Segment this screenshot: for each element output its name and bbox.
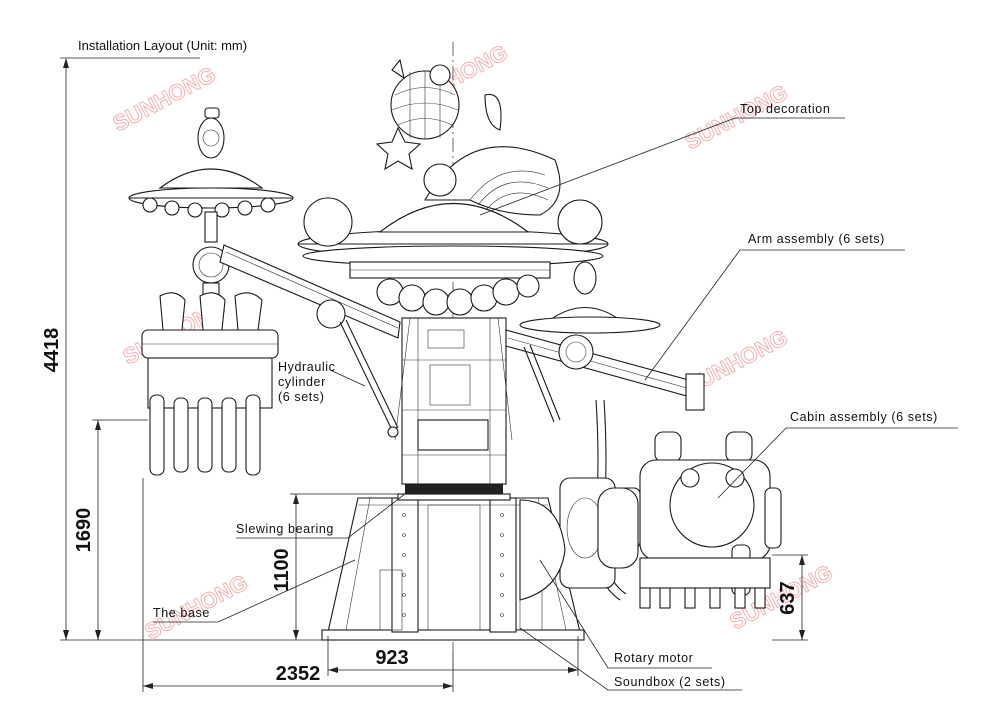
dim-cabin-bottom: 637: [777, 581, 799, 614]
callouts: Top decoration Arm assembly (6 sets) Cab…: [153, 102, 958, 691]
watermark-3: SUNHONG: [681, 80, 792, 155]
dim-total-width: 2352: [276, 663, 321, 685]
dim-total-height: 4418: [41, 328, 63, 373]
dim-base-height: 1100: [271, 548, 293, 591]
machine-drawing: [128, 58, 782, 641]
dim-base-width: 923: [375, 647, 408, 669]
ball-cluster: [376, 274, 540, 316]
right-arm: [505, 329, 705, 423]
label-hydraulic-line2: cylinder: [278, 375, 326, 389]
diagram-title: Installation Layout (Unit: mm): [78, 38, 247, 53]
dimension-lines: 4418 1690 1100 637 2352 923: [41, 57, 808, 692]
top-decoration-figure: [375, 58, 561, 216]
right-umbrella: [519, 261, 661, 334]
label-slewing-bearing: Slewing bearing: [236, 522, 334, 536]
central-tower: [394, 317, 513, 485]
dim-cabin-height: 1690: [73, 508, 95, 553]
label-the-base: The base: [153, 606, 210, 620]
right-cabin-group: [519, 399, 782, 609]
base-structure: [321, 497, 585, 641]
left-arm: [219, 244, 401, 438]
label-cabin-assembly: Cabin assembly (6 sets): [790, 410, 938, 424]
label-hydraulic-line3: (6 sets): [278, 390, 324, 404]
label-hydraulic-line1: Hydraulic: [278, 360, 336, 374]
label-rotary-motor: Rotary motor: [614, 651, 693, 665]
left-cabin-group: [128, 107, 294, 476]
label-top-decoration: Top decoration: [740, 102, 830, 116]
label-soundbox: Soundbox (2 sets): [614, 675, 726, 689]
slewing-bearing: [405, 482, 503, 494]
label-arm-assembly: Arm assembly (6 sets): [748, 232, 885, 246]
top-disc: [297, 197, 609, 279]
